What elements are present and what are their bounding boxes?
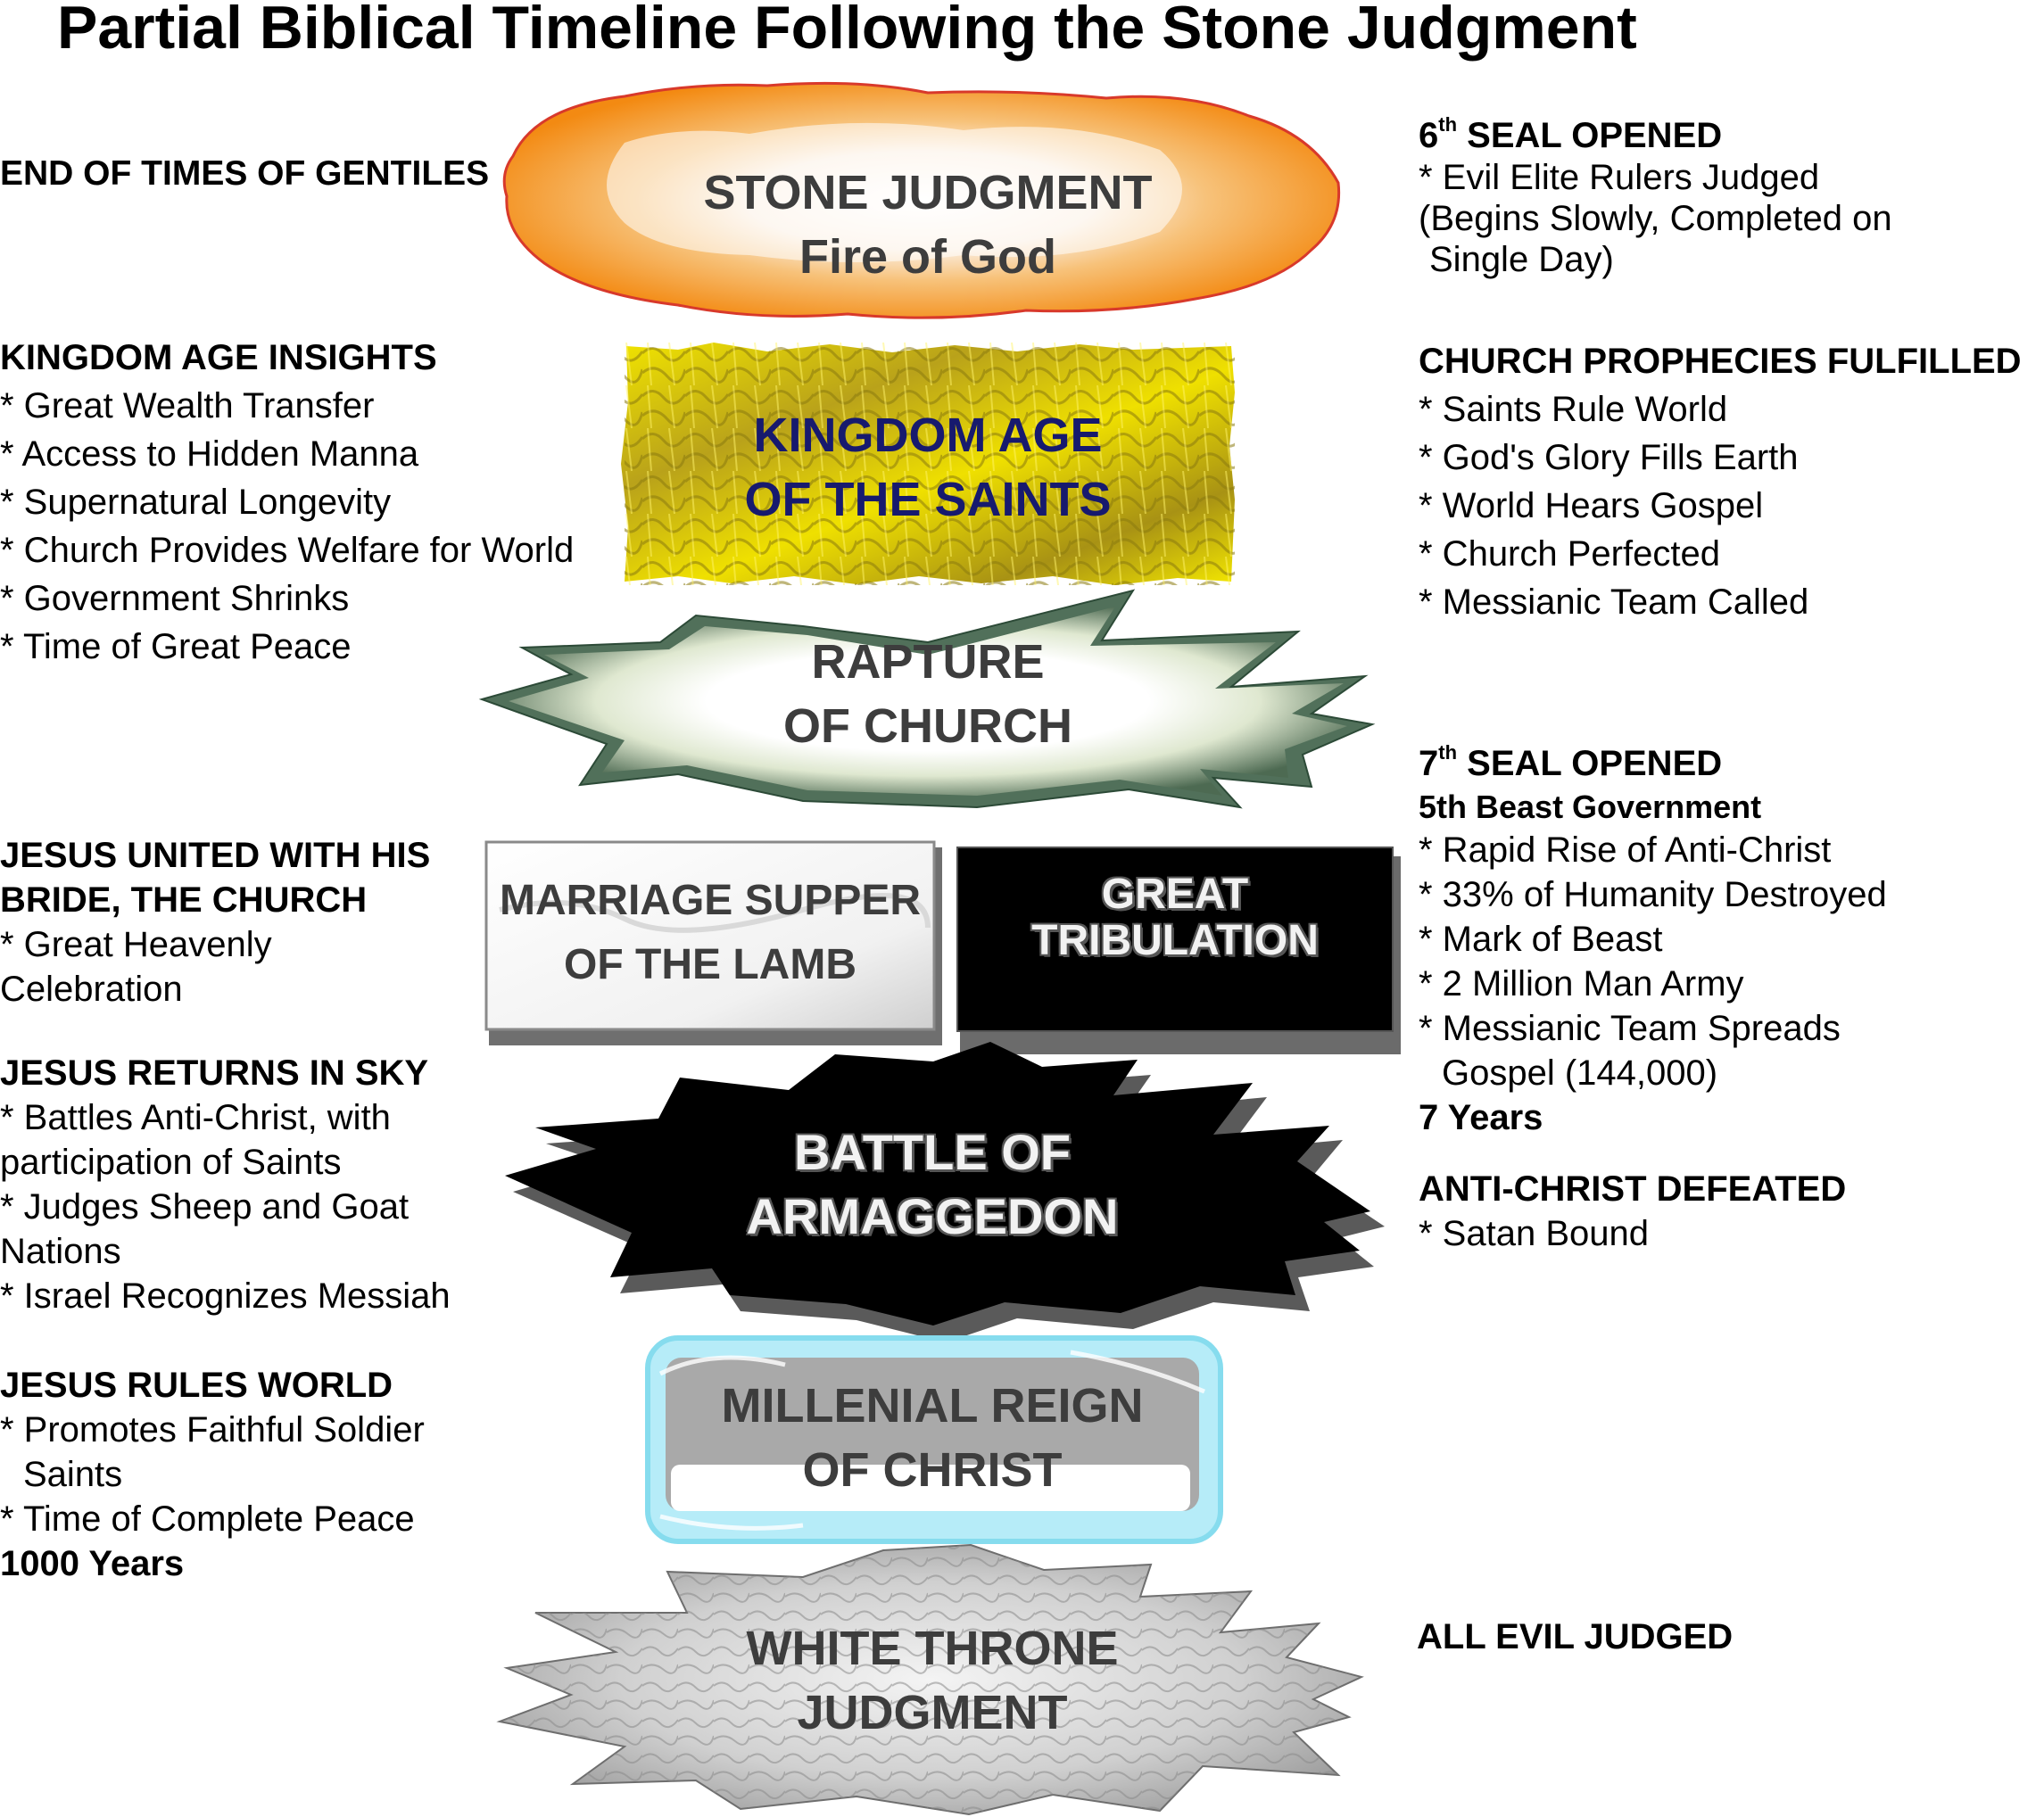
- white-throne-burst: [496, 1543, 1364, 1816]
- armageddon-label: BATTLE OF ARMAGGEDON: [746, 1124, 1119, 1244]
- marriage-supper-box: [484, 840, 942, 1045]
- prophecy-item: * World Hears Gospel: [1419, 486, 1764, 525]
- kingdom-insight-item: * Supernatural Longevity: [0, 483, 392, 522]
- kingdom-insights-note: KINGDOM AGE INSIGHTS * Great Wealth Tran…: [0, 334, 574, 671]
- stone-judgment-cloud: [502, 81, 1341, 319]
- kingdom-insight-item: * Access to Hidden Manna: [0, 434, 419, 474]
- great-tribulation-box: [956, 847, 1401, 1054]
- jesus-returns-note: JESUS RETURNS IN SKY * Battles Anti-Chri…: [0, 1053, 451, 1316]
- millenial-reign-frame: [645, 1335, 1223, 1544]
- rapture-label: RAPTURE OF CHURCH: [783, 635, 1072, 753]
- prophecy-item: * God's Glory Fills Earth: [1419, 438, 1799, 477]
- marriage-supper-label: MARRIAGE SUPPER OF THE LAMB: [499, 877, 922, 988]
- kingdom-insight-item: * Great Wealth Transfer: [0, 386, 375, 425]
- kingdom-insight-item: * Church Provides Welfare for World: [0, 531, 575, 570]
- jesus-united-note: JESUS UNITED WITH HIS BRIDE, THE CHURCH …: [0, 836, 431, 1009]
- armageddon-burst: [505, 1042, 1385, 1342]
- kingdom-age-label: KINGDOM AGE OF THE SAINTS: [744, 409, 1112, 526]
- stone-judgment-label: STONE JUDGMENT Fire of God: [703, 166, 1153, 284]
- millenial-reign-label: MILLENIAL REIGN OF CHRIST: [721, 1379, 1144, 1497]
- jesus-rules-note: JESUS RULES WORLD * Promotes Faithful So…: [0, 1366, 425, 1583]
- sixth-seal-note: 6th SEAL OPENED * Evil Elite Rulers Judg…: [1419, 113, 1892, 280]
- white-throne-label: WHITE THRONE JUDGMENT: [746, 1622, 1119, 1739]
- kingdom-insight-item: * Time of Great Peace: [0, 627, 352, 666]
- seventh-seal-note: 7th SEAL OPENED 5th Beast Government * R…: [1419, 741, 1887, 1138]
- great-tribulation-label: GREAT TRIBULATION: [1031, 871, 1319, 964]
- prophecy-item: * Church Perfected: [1419, 534, 1720, 574]
- kingdom-insight-item: * Government Shrinks: [0, 579, 350, 618]
- antichrist-defeated-note: ANTI-CHRIST DEFEATED * Satan Bound: [1419, 1169, 1847, 1253]
- all-evil-judged-note: ALL EVIL JUDGED: [1417, 1617, 1734, 1656]
- page-title: Partial Biblical Timeline Following the …: [57, 0, 1637, 62]
- prophecy-item: * Saints Rule World: [1419, 390, 1728, 429]
- church-prophecies-note: CHURCH PROPHECIES FULFILLED * Saints Rul…: [1419, 337, 2022, 626]
- kingdom-age-block: [621, 343, 1235, 585]
- prophecy-item: * Messianic Team Called: [1419, 582, 1809, 622]
- gentiles-note: END OF TIMES OF GENTILES: [0, 154, 490, 193]
- rapture-burst: [478, 589, 1376, 809]
